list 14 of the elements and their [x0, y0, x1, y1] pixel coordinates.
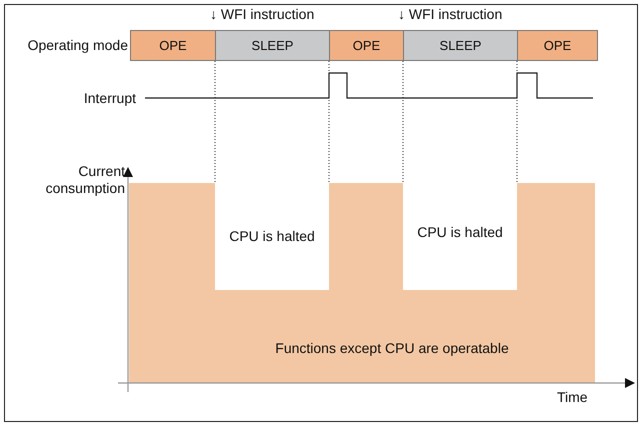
mode-segment: SLEEP: [215, 30, 330, 61]
annotation-label: ↓ WFI instruction: [210, 6, 314, 22]
axis-label: Time: [557, 389, 588, 405]
mode-segment: SLEEP: [403, 30, 518, 61]
mode-segment: OPE: [517, 30, 598, 61]
row-label: Operating mode: [28, 37, 128, 53]
region-label: CPU is halted: [417, 224, 503, 240]
mode-segment: OPE: [329, 30, 404, 61]
region-label: Functions except CPU are operatable: [275, 340, 509, 356]
row-label: Interrupt: [84, 90, 136, 106]
mode-segment: OPE: [130, 30, 216, 61]
region-label: CPU is halted: [229, 228, 315, 244]
axis-label: Current consumption: [45, 163, 125, 197]
annotation-label: ↓ WFI instruction: [398, 6, 502, 22]
